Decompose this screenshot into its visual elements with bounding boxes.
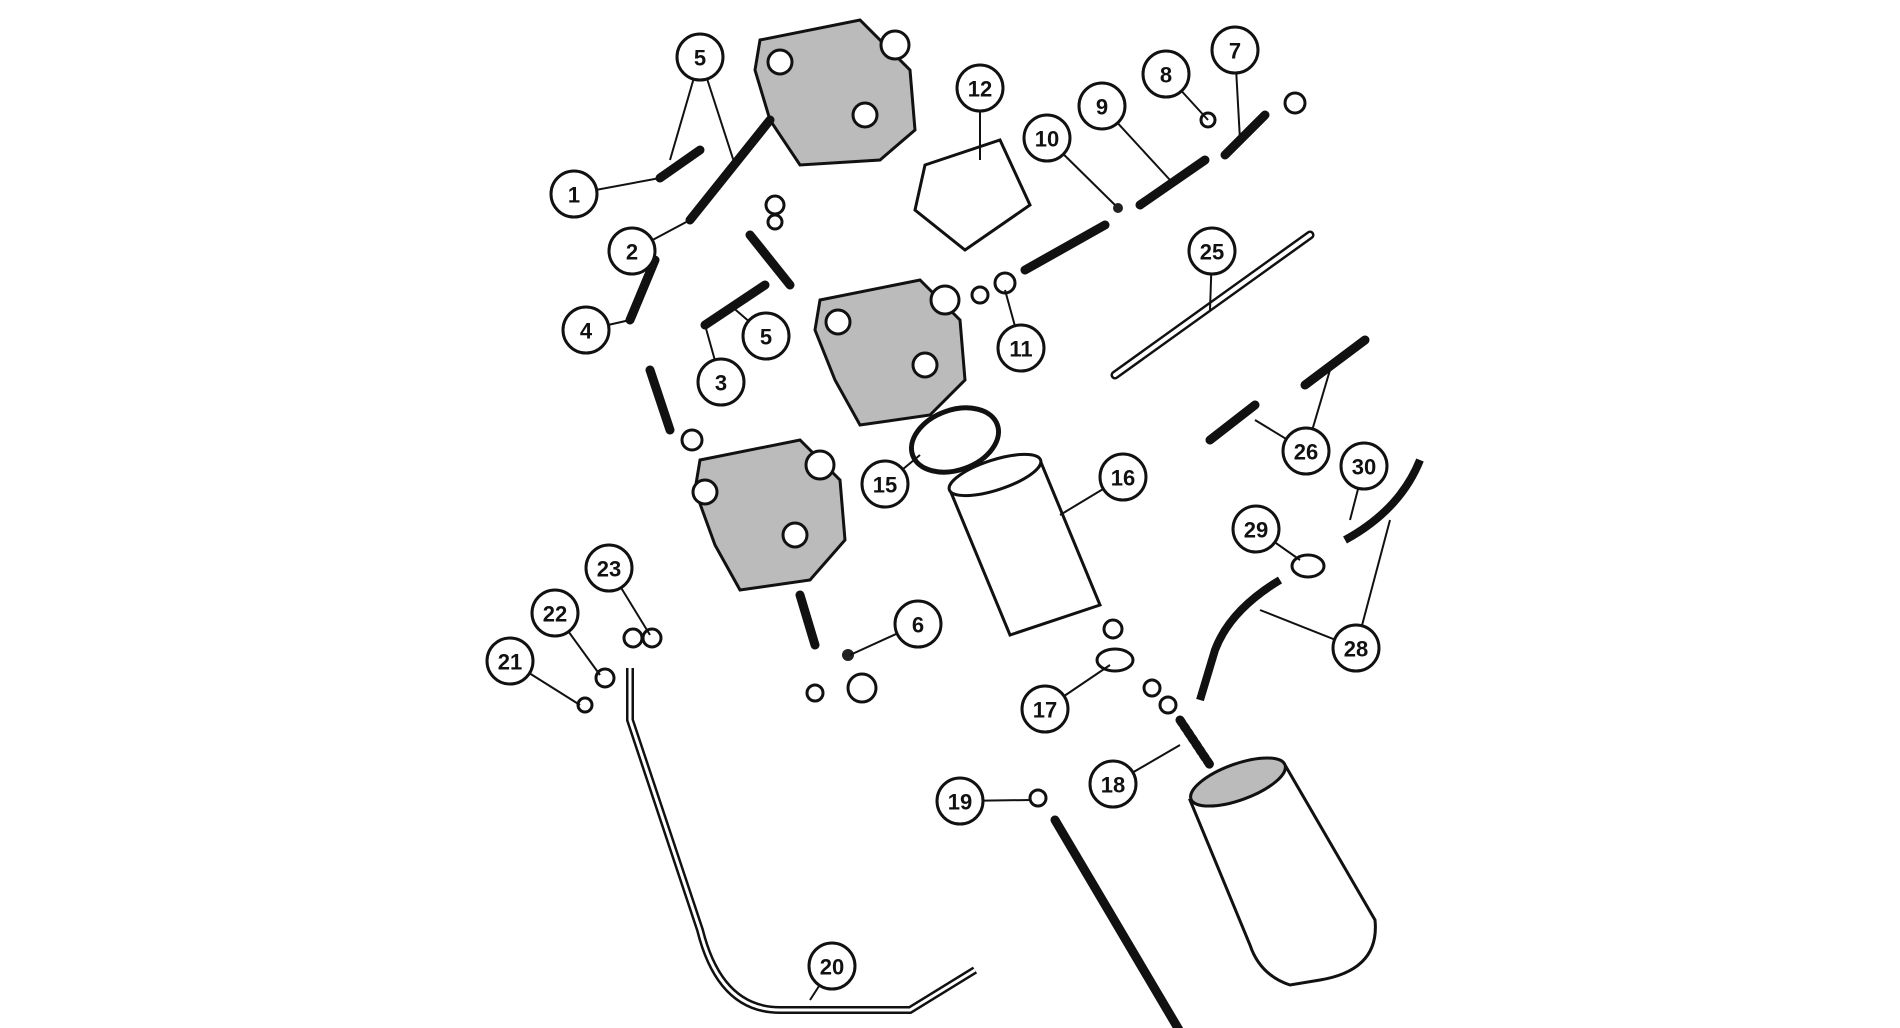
callout-number: 11 <box>1009 337 1032 362</box>
callout-29: 29 <box>1231 504 1301 561</box>
callout-number: 1 <box>568 183 580 208</box>
callout-18: 18 <box>1088 744 1181 809</box>
callout-circle <box>893 599 943 649</box>
callout-number: 12 <box>968 77 992 102</box>
callout-circle <box>1339 441 1389 491</box>
filter-housing-top <box>753 18 917 167</box>
callout-number: 29 <box>1244 518 1268 543</box>
callout-circle <box>996 323 1046 373</box>
callout-number: 16 <box>1111 466 1135 491</box>
callout-circle <box>1187 226 1237 276</box>
callout-circle <box>1088 759 1138 809</box>
flexible-pipe <box>1196 576 1283 702</box>
callout-circle <box>1022 113 1072 163</box>
callout-number: 28 <box>1344 637 1368 662</box>
filter-housing-lower <box>691 438 847 592</box>
callout-6: 6 <box>849 599 943 656</box>
callout-number: 5 <box>694 46 706 71</box>
callout-16: 16 <box>1059 452 1148 516</box>
callout-circle <box>1281 426 1331 476</box>
callout-number: 19 <box>948 790 972 815</box>
callout-circle <box>561 305 611 355</box>
filter-element <box>947 452 1103 637</box>
callout-9: 9 <box>1077 81 1171 181</box>
callout-17: 17 <box>1020 664 1111 734</box>
callout-circle <box>696 357 746 407</box>
callout-5: 5 <box>729 304 791 361</box>
callout-20: 20 <box>807 941 857 1001</box>
callout-circle <box>1098 452 1148 502</box>
callout-circle <box>741 311 791 361</box>
filter-canister <box>1188 756 1377 987</box>
callout-circle <box>955 63 1005 113</box>
callout-25: 25 <box>1187 226 1237 311</box>
callout-number: 3 <box>715 371 727 396</box>
callout-number: 6 <box>912 613 924 638</box>
oil-pipe <box>626 668 978 1014</box>
callout-23: 23 <box>584 543 651 636</box>
spring <box>1175 715 1215 770</box>
cover-plate <box>913 138 1032 252</box>
callout-11: 11 <box>996 289 1046 373</box>
callout-2: 2 <box>607 219 691 276</box>
callout-number: 9 <box>1096 95 1108 120</box>
callout-26: 26 <box>1254 369 1331 476</box>
filter-housing-middle <box>813 278 967 427</box>
callout-28: 28 <box>1259 519 1391 673</box>
callout-12: 12 <box>955 63 1005 160</box>
callout-circle <box>1077 81 1127 131</box>
callout-circle <box>1020 684 1070 734</box>
bolts-and-studs <box>625 110 1370 1028</box>
callout-4: 4 <box>561 305 631 355</box>
washers <box>576 91 1326 808</box>
callout-19: 19 <box>935 776 1031 826</box>
callout-circle <box>584 543 634 593</box>
callout-number: 30 <box>1352 455 1376 480</box>
callout-8: 8 <box>1141 49 1209 121</box>
callout-number: 21 <box>498 650 522 675</box>
callout-10: 10 <box>1022 113 1116 206</box>
flexible-pipe-upper <box>1343 458 1424 544</box>
callout-circle <box>485 636 535 686</box>
callout-circle <box>807 941 857 991</box>
callout-number: 15 <box>873 473 897 498</box>
callout-1: 1 <box>549 169 661 219</box>
callout-circle <box>549 169 599 219</box>
callout-30: 30 <box>1339 441 1389 521</box>
callout-circle <box>530 588 580 638</box>
o-ring <box>908 405 1002 475</box>
callout-number: 25 <box>1200 240 1224 265</box>
callout-5: 5 <box>669 32 736 166</box>
callout-circle <box>860 459 910 509</box>
callout-3: 3 <box>696 324 746 407</box>
parts-illustration <box>576 18 1424 1028</box>
callout-number: 26 <box>1294 440 1318 465</box>
callout-number: 23 <box>597 557 621 582</box>
callout-7: 7 <box>1210 25 1260 141</box>
callout-circle <box>675 32 725 82</box>
callout-number: 5 <box>760 325 772 350</box>
callout-number: 10 <box>1035 127 1059 152</box>
callout-circle <box>607 226 657 276</box>
callout-number: 22 <box>543 602 567 627</box>
callout-number: 17 <box>1033 698 1057 723</box>
callout-circle <box>1331 623 1381 673</box>
callout-number: 8 <box>1160 63 1172 88</box>
callout-number: 20 <box>820 955 844 980</box>
callout-21: 21 <box>485 636 581 706</box>
callout-circle <box>1231 504 1281 554</box>
callout-number: 4 <box>580 319 593 344</box>
callout-circle <box>1210 25 1260 75</box>
callout-number: 18 <box>1101 773 1125 798</box>
callout-circle <box>935 776 985 826</box>
callout-number: 7 <box>1229 39 1241 64</box>
callout-circle <box>1141 49 1191 99</box>
callout-15: 15 <box>860 454 921 509</box>
callout-number: 2 <box>626 240 638 265</box>
callout-22: 22 <box>530 588 601 676</box>
